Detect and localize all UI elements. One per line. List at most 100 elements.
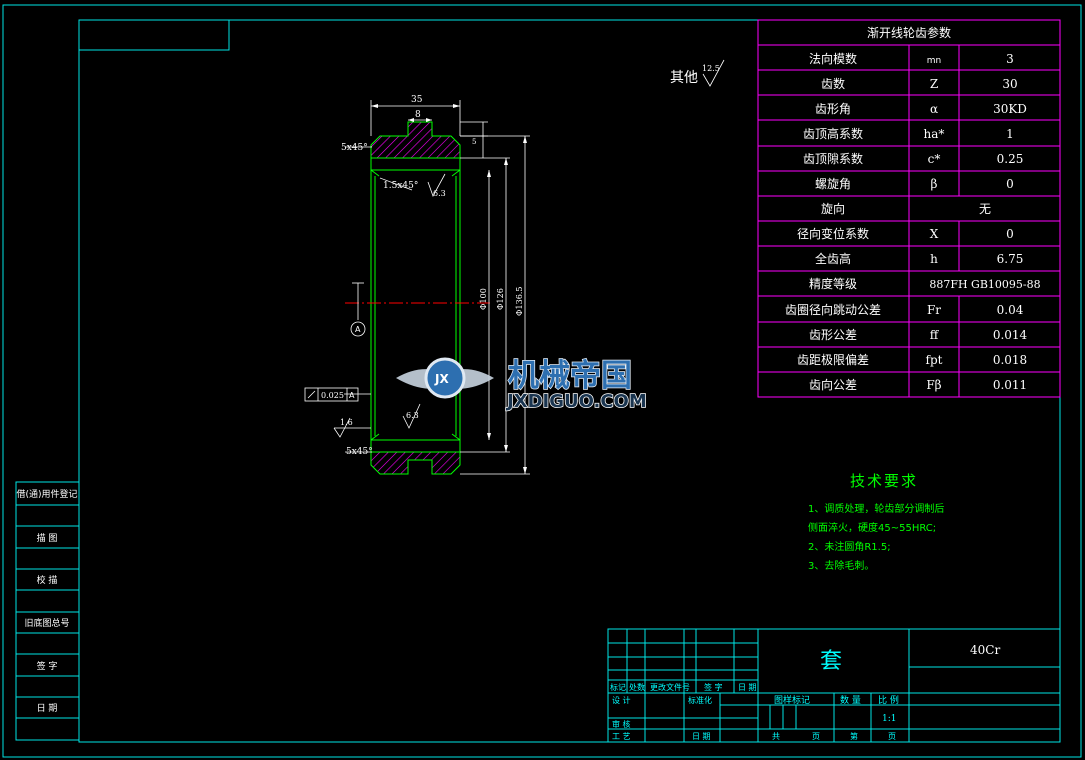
- gear-row-value: 无: [979, 202, 991, 216]
- tech-item: 3、去除毛刺。: [808, 559, 874, 572]
- gear-row-value: 0: [1006, 177, 1014, 191]
- title-block: 标记 处数 更改文件号 签 字 日 期 设 计 标准化 审 核 工 艺 日 期 …: [607, 628, 1061, 743]
- gear-row-value: 0.014: [993, 328, 1028, 342]
- dim-chamfer-top: 5x45°: [341, 143, 368, 153]
- surface-finish-note: 其他 12.5: [670, 59, 725, 87]
- rev-header: 处数: [629, 682, 645, 692]
- gear-row-value: 30: [1002, 77, 1017, 91]
- gear-row-name: 齿形角: [815, 102, 851, 116]
- gear-row-name: 径向变位系数: [797, 226, 869, 241]
- gear-row-value: 0.011: [993, 378, 1027, 392]
- gear-row-value: 0.018: [993, 353, 1027, 367]
- dim-root: Φ126: [496, 288, 505, 310]
- hatch-top: [370, 121, 461, 159]
- dim-outer: Φ136.5: [515, 287, 524, 316]
- datum-a: A: [350, 282, 366, 337]
- gear-row-symbol: Fr: [927, 303, 941, 317]
- svg-text:6.3: 6.3: [433, 189, 446, 198]
- rev-header: 更改文件号: [650, 682, 690, 692]
- gear-row-name: 齿顶隙系数: [803, 151, 863, 166]
- dim-width: 35: [411, 95, 423, 105]
- gear-row-name: 齿距极限偏差: [797, 352, 869, 367]
- gear-row-name: 全齿高: [815, 251, 851, 266]
- roughness-mark-c: 1.6: [333, 417, 371, 438]
- label-quantity: 数 量: [840, 694, 861, 706]
- material: 40Cr: [970, 643, 1000, 657]
- gear-row-name: 精度等级: [809, 276, 857, 291]
- svg-text:6.3: 6.3: [406, 411, 419, 420]
- gear-row-value: 0: [1006, 227, 1014, 241]
- gear-row-symbol: fpt: [926, 353, 943, 367]
- strip-label-borrow: 借(通)用件登记: [16, 488, 77, 500]
- gear-row-value: 1: [1006, 127, 1014, 141]
- label-scale: 比 例: [878, 694, 899, 706]
- gear-row-symbol: Z: [930, 77, 938, 91]
- dim-keyway: 8: [415, 110, 421, 120]
- gear-row-symbol: α: [930, 102, 938, 116]
- gear-row-value: 6.75: [997, 252, 1024, 266]
- label-page-2: 页: [888, 732, 896, 741]
- roughness-mark-a: 6.3: [427, 173, 446, 198]
- gear-row-value: 887FH GB10095-88: [929, 278, 1040, 291]
- dim-bore: Φ100: [479, 288, 488, 310]
- tech-item: 2、未注圆角R1.5;: [808, 540, 891, 553]
- watermark-badge: JX: [434, 372, 449, 386]
- gear-row-value: 3: [1006, 52, 1014, 66]
- part-body-outline: [370, 157, 461, 453]
- watermark-en: JXDIGUO.COM: [505, 391, 647, 412]
- dimension-arrows: [371, 104, 527, 474]
- dim-chamfer-bottom: 5x45°: [346, 447, 373, 457]
- part-name: 套: [820, 649, 842, 674]
- gear-row-name: 齿顶高系数: [803, 126, 863, 141]
- gear-row-name: 齿圈径向跳动公差: [785, 302, 881, 317]
- tech-title: 技术要求: [850, 472, 918, 490]
- rev-header: 标记: [610, 682, 626, 692]
- svg-text:0.025: 0.025: [321, 391, 344, 400]
- gear-row-symbol: h: [930, 252, 938, 266]
- watermark-logo: JX 机械帝国 JXDIGUO.COM: [396, 357, 648, 413]
- gear-row-name: 螺旋角: [815, 177, 851, 191]
- tech-item: 侧面淬火，硬度45~55HRC;: [808, 521, 936, 534]
- label-date: 日 期: [692, 732, 711, 741]
- left-margin-strip: 借(通)用件登记 描 图 校 描 旧底图总号 签 字 日 期: [15, 481, 80, 741]
- gear-parameter-table: 渐开线轮齿参数 法向模数 mn 3 齿数 Z 30 齿形角 α 30KD 齿顶高…: [757, 19, 1061, 398]
- gear-row-symbol: Fβ: [926, 378, 941, 392]
- label-review: 审 核: [612, 719, 631, 729]
- svg-text:1.6: 1.6: [340, 418, 353, 427]
- gear-table-title: 渐开线轮齿参数: [867, 25, 951, 40]
- gear-row-value: 30KD: [993, 102, 1027, 116]
- svg-text:12.5: 12.5: [702, 64, 720, 73]
- label-total: 共: [772, 732, 780, 741]
- tech-item: 1、调质处理，轮齿部分调制后: [808, 502, 944, 515]
- rev-header: 日 期: [738, 683, 757, 692]
- gear-row-value: 0.04: [997, 303, 1024, 317]
- dim-keyway-depth: 5: [472, 138, 476, 146]
- label-standardize: 标准化: [688, 695, 712, 705]
- gear-row-symbol: ff: [930, 328, 940, 342]
- strip-label-trace: 描 图: [37, 532, 58, 544]
- gear-row-symbol: mn: [927, 56, 941, 66]
- gear-row-name: 齿形公差: [809, 328, 857, 342]
- rev-header: 签 字: [704, 682, 723, 692]
- strip-label-check: 校 描: [37, 574, 58, 586]
- label-design: 设 计: [612, 695, 631, 705]
- svg-text:A: A: [355, 325, 361, 334]
- svg-text:其他: 其他: [670, 70, 698, 86]
- svg-text:A: A: [349, 391, 355, 400]
- gear-row-symbol: c*: [928, 152, 941, 166]
- tolerance-frame: 0.025 A: [304, 387, 359, 402]
- gear-row-name: 齿数: [821, 76, 845, 91]
- gear-row-symbol: X: [930, 227, 939, 241]
- gear-row-name: 法向模数: [809, 51, 857, 66]
- part-section-view: 35 8 5 5x45° 1.5x45° 5x45° Φ100 Φ126 Φ13…: [304, 95, 530, 475]
- strip-label-date: 日 期: [37, 703, 58, 714]
- gear-row-value: 0.25: [997, 152, 1024, 166]
- gear-row-symbol: β: [931, 177, 938, 191]
- label-drawing-mark: 图样标记: [774, 694, 810, 706]
- strip-label-old-no: 旧底图总号: [24, 617, 69, 629]
- gear-row-name: 齿向公差: [809, 377, 857, 392]
- label-process: 工 艺: [612, 732, 631, 741]
- label-no: 第: [850, 731, 858, 741]
- technical-requirements: 技术要求 1、调质处理，轮齿部分调制后 侧面淬火，硬度45~55HRC; 2、未…: [808, 472, 944, 572]
